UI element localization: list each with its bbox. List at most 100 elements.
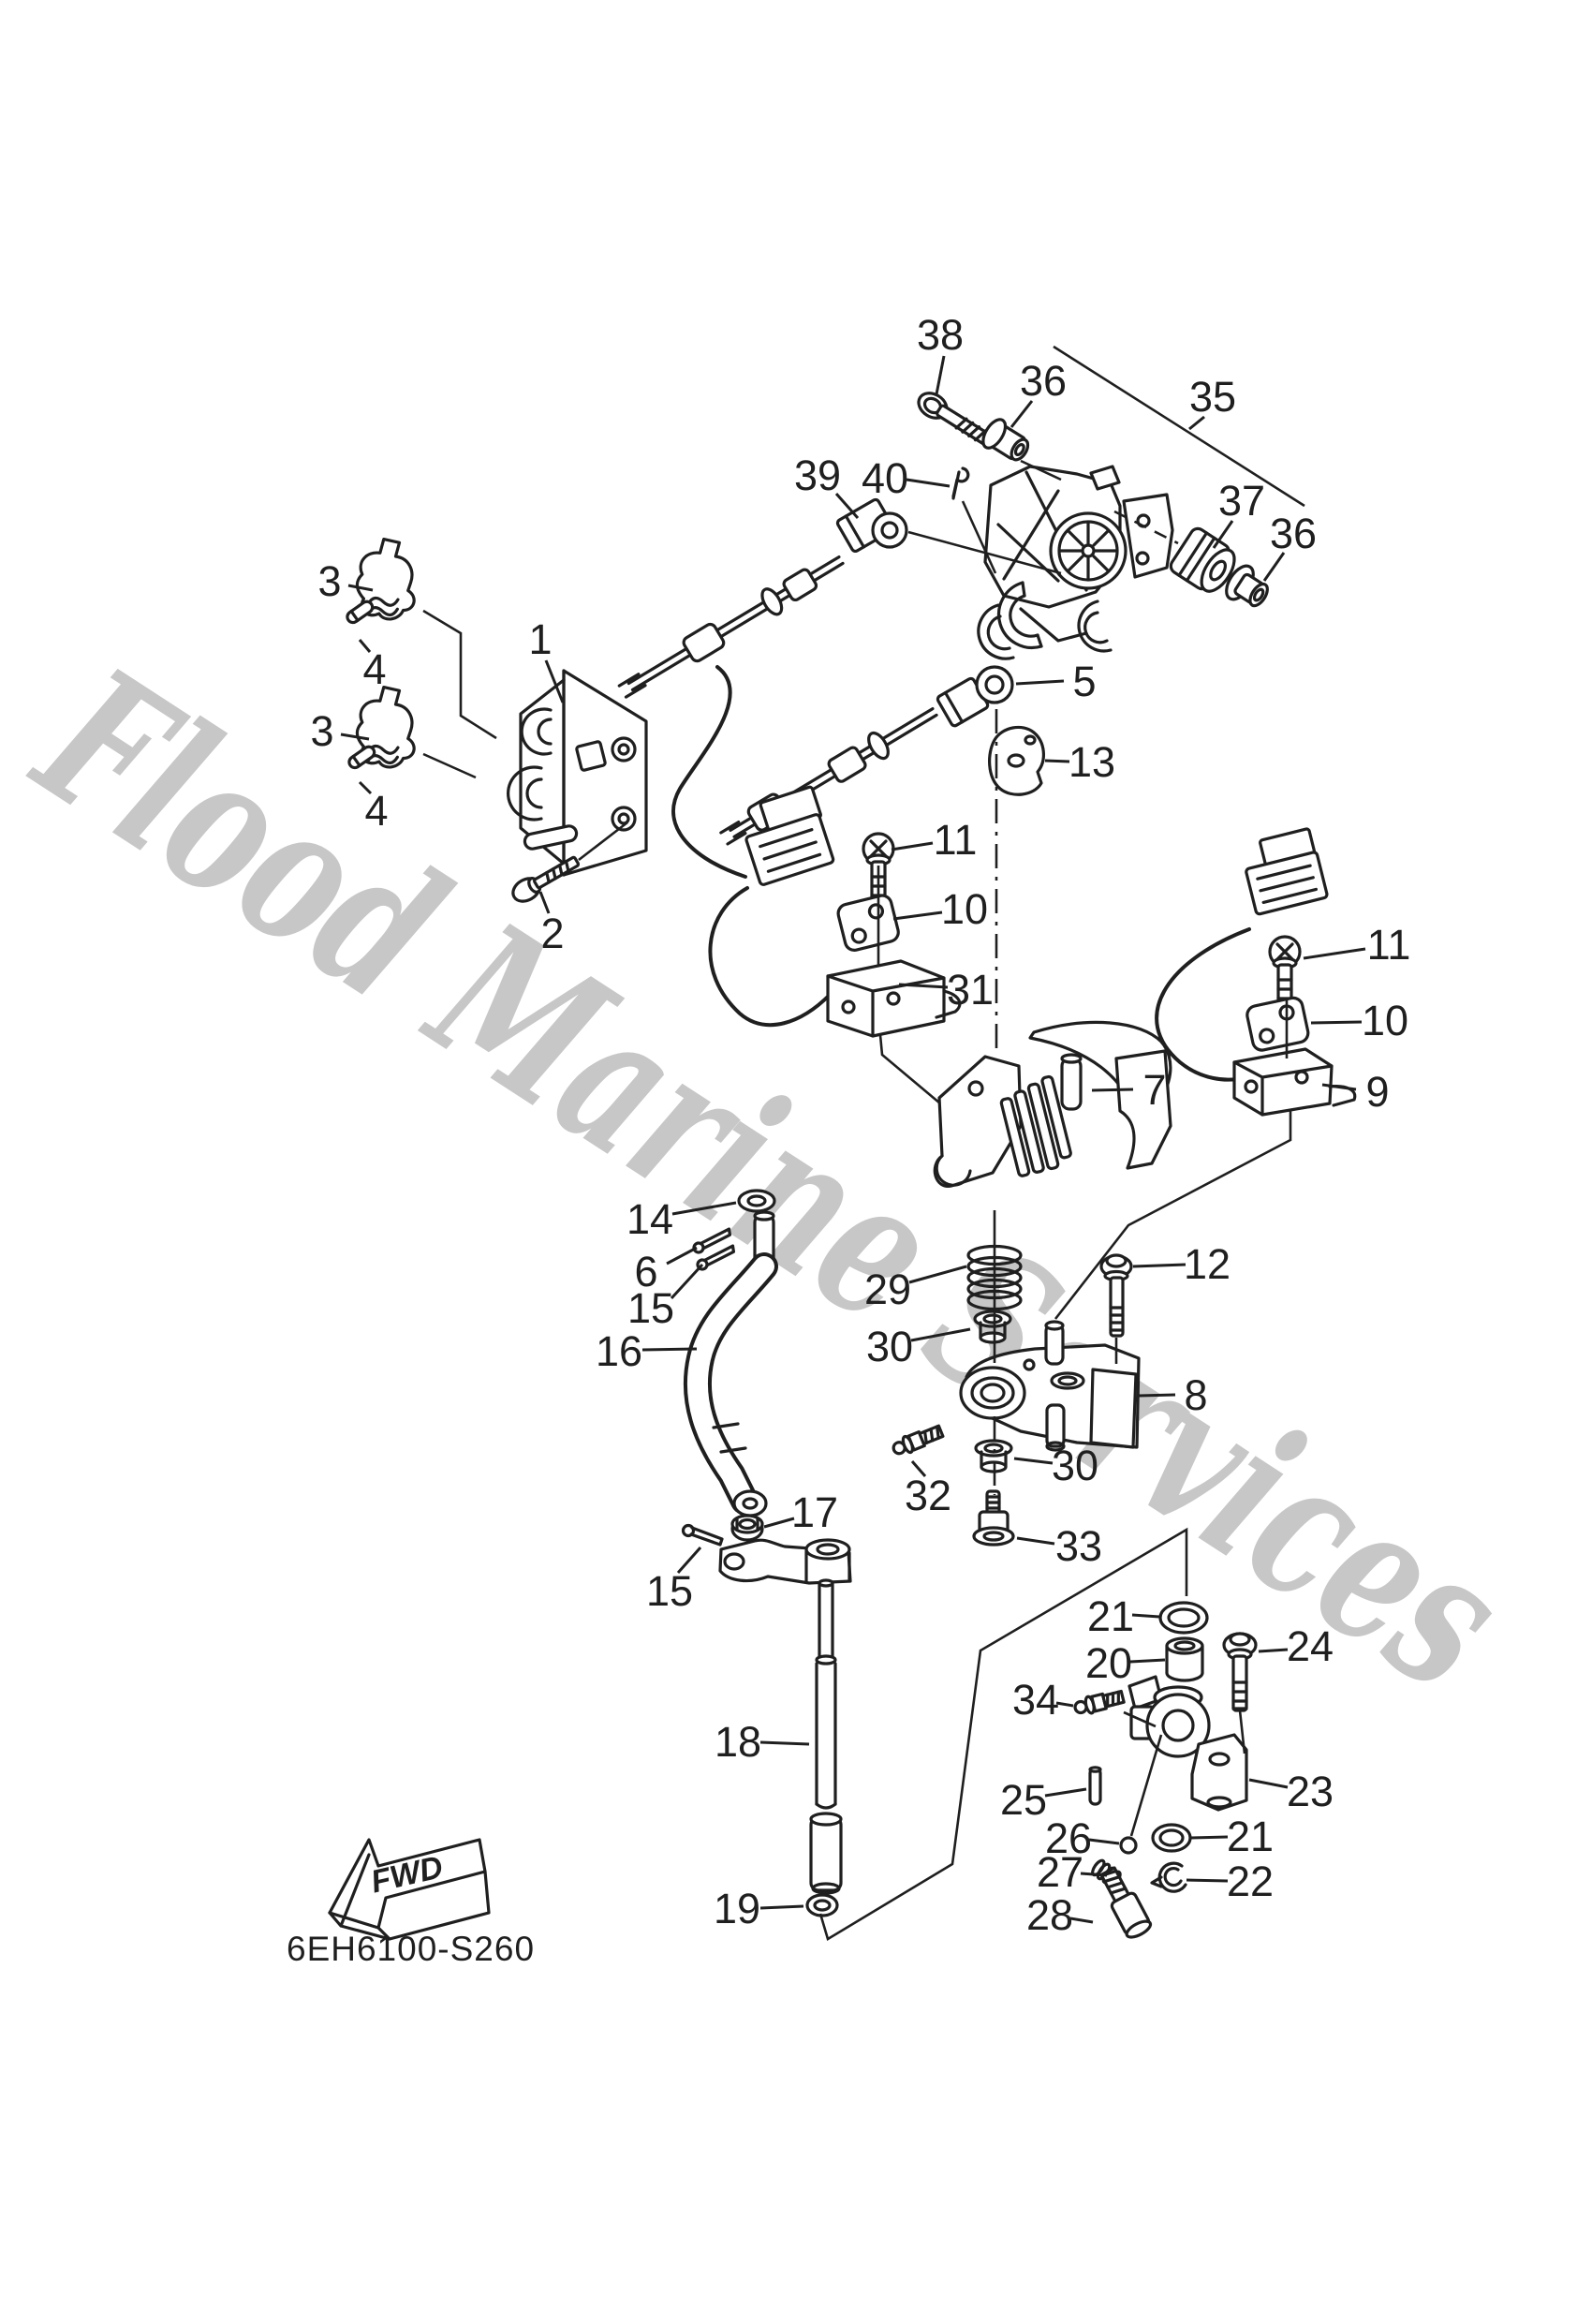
callout-leader-21 [1131,1613,1160,1619]
left-harness-connector [744,785,835,886]
callout-label-4: 4 [362,645,386,693]
callout-leader-31 [898,983,949,989]
callout-leader-10 [892,910,943,921]
association-lines [422,345,1305,1941]
part-3-clamp-upper [355,537,416,621]
callout-8: 8 [1138,1371,1208,1419]
part-25-pin [1088,1766,1102,1806]
part-5-cable-joint [936,665,1014,728]
callout-33: 33 [1016,1522,1102,1570]
callout-label-5: 5 [1072,658,1096,705]
assoc-line-13 [1054,1111,1292,1320]
part-21-oring-upper [1158,1601,1209,1635]
part-21-oring-lower [1151,1823,1192,1853]
callout-leader-1 [544,659,565,703]
part-18-shaft [809,1578,843,1895]
callout-leader-24 [1258,1648,1289,1653]
fwd-label: FWD [368,1849,447,1900]
part-34-nipple [1073,1689,1126,1715]
callout-leader-9 [1321,1083,1357,1091]
callout-14: 14 [626,1195,737,1243]
callout-leader-5 [1015,679,1065,686]
part-16-link-rod [684,1210,778,1517]
callout-leader-20 [1129,1658,1166,1664]
callout-label-20: 20 [1085,1639,1132,1687]
callout-label-1: 1 [528,615,552,663]
callout-label-2: 2 [540,910,564,957]
callout-label-17: 17 [791,1488,838,1536]
callout-leader-19 [759,1904,804,1910]
callout-leader-7 [1091,1088,1134,1092]
callout-leader-13 [1044,759,1070,763]
part-39-cable-end [835,497,908,554]
callout-30: 30 [1013,1442,1098,1489]
callout-leader-4 [358,780,373,795]
callout-38: 38 [917,311,964,395]
part-9-switch [1232,1047,1357,1117]
callout-4: 4 [358,639,387,693]
callout-9: 9 [1321,1068,1390,1116]
callout-leader-22 [1186,1878,1229,1883]
right-harness-connector [1245,827,1329,916]
callout-leader-38 [935,355,946,395]
assoc-line-16 [1129,1734,1163,1837]
callout-27: 27 [1037,1848,1108,1896]
callout-leader-30 [910,1327,971,1342]
part-37-roller [1169,526,1236,593]
callout-24: 24 [1258,1622,1334,1670]
part-14-washer [737,1189,776,1213]
part-35-throttle-body-assembly [977,465,1174,660]
callout-label-30: 30 [866,1323,913,1370]
callout-leader-16 [641,1347,698,1352]
callout-leader-25 [1044,1787,1087,1798]
assoc-line-4 [1113,510,1179,545]
throttle-cable-lower [719,706,938,846]
callout-label-25: 25 [1000,1776,1047,1824]
callout-22: 22 [1186,1858,1274,1905]
callout-10: 10 [892,885,988,933]
callout-label-15: 15 [627,1284,674,1332]
callout-21: 21 [1087,1592,1160,1640]
callout-label-34: 34 [1012,1676,1059,1724]
assoc-line-5 [422,609,497,740]
part-26-ball [1119,1836,1138,1855]
callout-leader-30 [1013,1457,1054,1465]
callout-label-26: 26 [1045,1814,1092,1862]
assoc-line-3 [1020,459,1062,481]
callout-leader-28 [1069,1917,1094,1924]
callout-leader-17 [763,1517,795,1529]
callout-31: 31 [898,966,994,1014]
callout-15: 15 [646,1547,702,1615]
callout-7: 7 [1091,1066,1167,1114]
part-24-bolt [1222,1632,1258,1712]
callout-15: 15 [627,1263,704,1332]
callout-leader-15 [670,1263,704,1300]
callout-37: 37 [1212,477,1265,549]
assoc-line-6 [422,752,477,779]
callout-4: 4 [358,780,389,835]
assoc-line-15 [818,1527,1188,1941]
assoc-line-14 [878,1034,941,1104]
callout-label-14: 14 [626,1195,673,1243]
callout-label-21: 21 [1087,1592,1134,1640]
callout-leader-32 [910,1460,927,1477]
callout-label-24: 24 [1287,1622,1334,1670]
callout-32: 32 [905,1460,951,1519]
callout-leader-36 [1262,552,1286,582]
callout-label-11: 11 [1367,921,1411,969]
part-15-cotter-pin-lower [681,1523,724,1547]
callout-leader-26 [1088,1838,1120,1845]
callout-25: 25 [1000,1776,1087,1824]
callout-label-38: 38 [917,311,964,359]
callout-label-11: 11 [934,816,978,864]
assoc-line-2 [961,500,997,574]
callout-10: 10 [1310,997,1408,1044]
callout-3: 3 [310,707,370,755]
part-2-bolt [511,855,581,903]
callout-20: 20 [1085,1639,1166,1687]
callout-label-31: 31 [947,966,994,1014]
callout-label-32: 32 [905,1472,951,1519]
callout-leader-34 [1055,1701,1074,1708]
callout-3: 3 [317,557,374,605]
